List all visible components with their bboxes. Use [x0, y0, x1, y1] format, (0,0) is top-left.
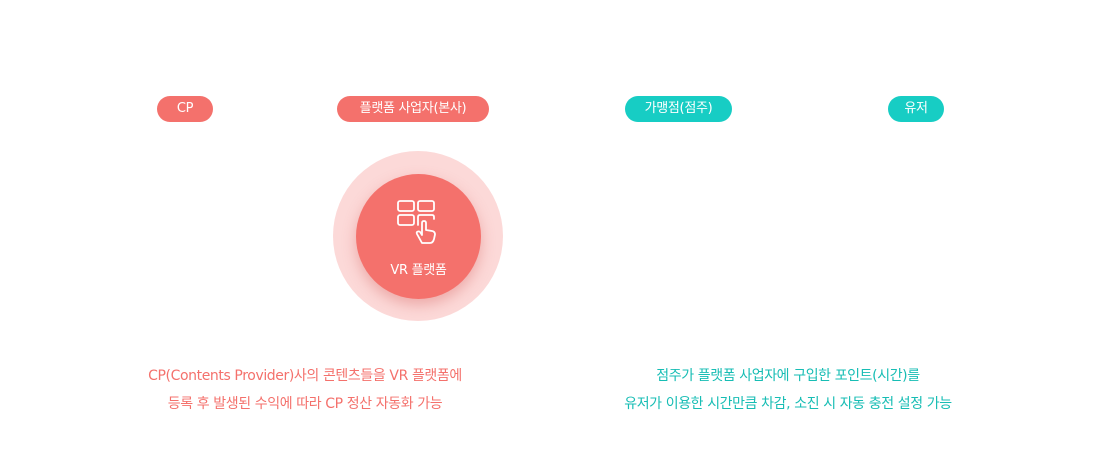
franchise-description: 점주가 플랫폼 사업자에 구입한 포인트(시간)를 유저가 이용한 시간만큼 차… [606, 362, 970, 418]
cp-description: CP(Contents Provider)사의 콘텐츠들을 VR 플랫폼에 등록… [135, 362, 475, 418]
franchise-description-line-2: 유저가 이용한 시간만큼 차감, 소진 시 자동 충전 설정 가능 [624, 396, 952, 412]
role-pill-franchise: 가맹점(점주) [625, 96, 732, 122]
role-pill-cp: CP [157, 96, 213, 122]
platform-label: VR 플랫폼 [390, 263, 447, 278]
role-pill-user: 유저 [888, 96, 944, 122]
franchise-description-line-1: 점주가 플랫폼 사업자에 구입한 포인트(시간)를 [656, 368, 920, 384]
cp-description-line-2: 등록 후 발생된 수익에 따라 CP 정산 자동화 가능 [167, 396, 443, 412]
role-pill-platform-company: 플랫폼 사업자(본사) [337, 96, 489, 122]
touch-grid-icon [397, 200, 436, 244]
cp-description-line-1: CP(Contents Provider)사의 콘텐츠들을 VR 플랫폼에 [148, 368, 462, 384]
